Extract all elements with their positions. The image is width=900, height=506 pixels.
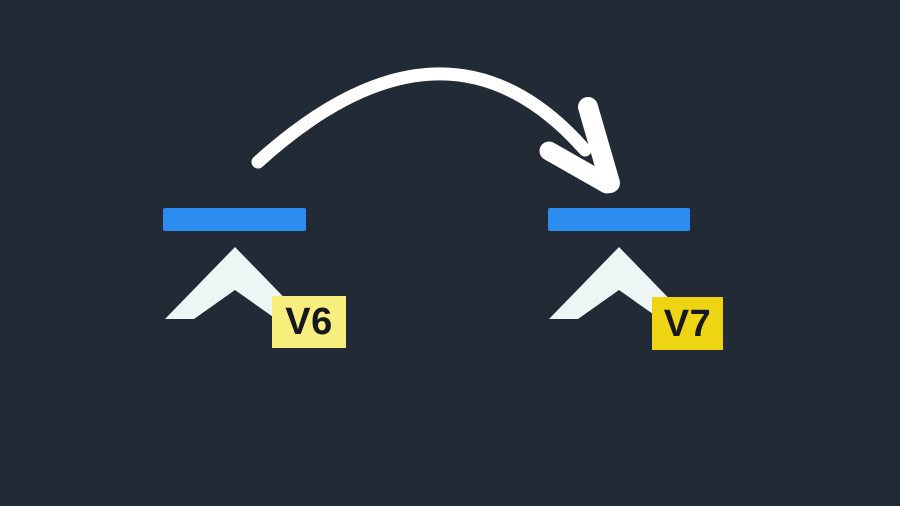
version-badge-v6-label: V6 <box>285 301 333 343</box>
arrowhead-upper-barb <box>578 97 620 193</box>
chevron-icon-v6 <box>165 247 305 319</box>
version-badge-v7-label: V7 <box>663 302 712 345</box>
chevron-shape <box>165 247 305 319</box>
arrow-shaft <box>251 67 592 169</box>
arrowhead-lower-barb <box>539 141 617 194</box>
version-badge-v7: V7 <box>652 297 723 350</box>
logo-bar-v7 <box>548 208 690 231</box>
version-badge-v6: V6 <box>272 296 346 348</box>
logo-bar-v6 <box>163 208 306 231</box>
